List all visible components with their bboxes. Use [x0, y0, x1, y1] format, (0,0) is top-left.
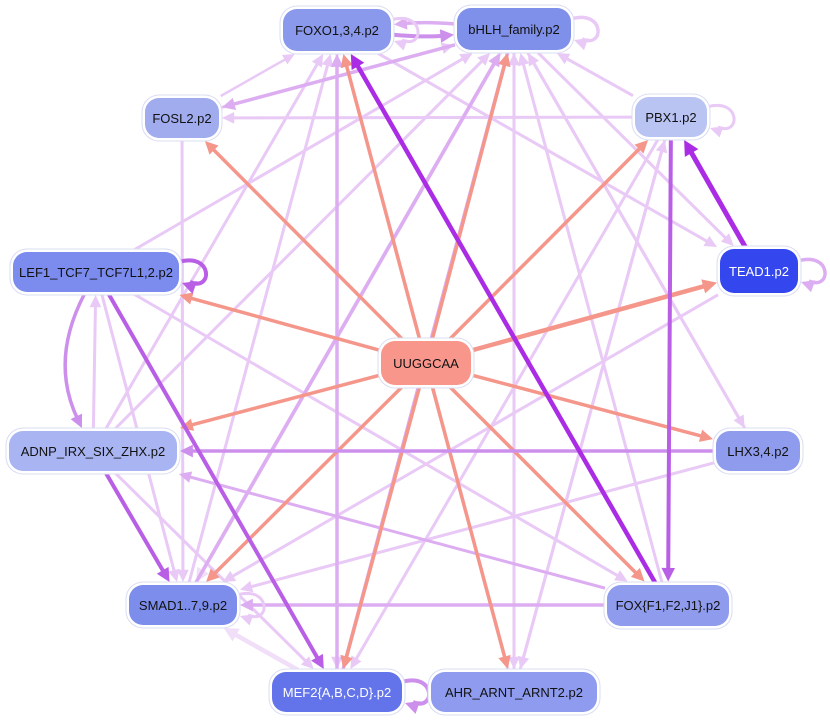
node-label-lef1: LEF1_TCF7_TCF7L1,2.p2 [19, 264, 173, 280]
node-lef1[interactable]: LEF1_TCF7_TCF7L1,2.p2 [13, 252, 179, 292]
edge-LEF1-MEF2 [106, 293, 324, 669]
edge-AHR-PBX1 [518, 140, 668, 671]
edge-BHLH-LHX3 [526, 51, 745, 428]
edge-UUGGCAA-FOSL2 [204, 141, 404, 341]
edge-ADNP-LEF1 [89, 295, 102, 430]
node-label-uuggcaa: UUGGCAA [393, 355, 459, 371]
edge-ADNP-BHLH [113, 53, 491, 431]
edge-LEF1-BHLH [133, 53, 473, 252]
node-lhx3[interactable]: LHX3,4.p2 [716, 431, 800, 471]
edge-BHLH-TEAD1 [536, 50, 734, 246]
node-label-lhx3: LHX3,4.p2 [727, 443, 789, 459]
node-foxo[interactable]: FOXO1,3,4.p2 [283, 9, 391, 51]
edge-FOXO-TEAD1 [376, 51, 717, 248]
edge-FOX-ADNP [178, 471, 606, 590]
edge-LHX3-SMAD [240, 461, 715, 593]
edge-FOSL2-SMAD [177, 139, 189, 582]
edge-FOX-FOXO [350, 54, 657, 584]
self-loop-LEF1 [178, 258, 209, 294]
edge-UUGGCAA-BHLH [430, 53, 511, 340]
self-loop-TEAD1 [797, 257, 827, 293]
self-loop-MEF2 [401, 678, 432, 714]
node-fosl2[interactable]: FOSL2.p2 [145, 98, 219, 138]
edge-UUGGCAA-MEF2 [340, 386, 422, 669]
edge-ADNP-MEF2 [114, 471, 314, 669]
edge-FOXO-BHLH [392, 29, 454, 43]
node-ahr[interactable]: AHR_ARNT_ARNT2.p2 [431, 672, 597, 712]
edge-UUGGCAA-FOXO [340, 54, 422, 340]
edge-MEF2-FOXO [330, 54, 344, 670]
edge-PBX1-BHLH [556, 53, 634, 98]
edge-UUGGCAA-AHR [430, 386, 511, 669]
edge-MEF2-SMAD [223, 628, 300, 672]
edge-BHLH-FOXO [394, 16, 456, 30]
edge-SMAD-BHLH [194, 53, 501, 584]
edge-PBX1-MEF2 [350, 138, 660, 669]
edge-UUGGCAA-ADNP [180, 373, 380, 431]
node-tead1[interactable]: TEAD1.p2 [720, 249, 798, 293]
node-fox[interactable]: FOX{F1,F2,J1}.p2 [607, 584, 729, 626]
edge-FOSL2-FOXO [220, 54, 295, 98]
node-label-fox: FOX{F1,F2,J1}.p2 [615, 597, 721, 613]
edge-UUGGCAA-LHX3 [472, 373, 713, 442]
edge-LHX3-ADNP [180, 444, 714, 458]
edge-UUGGCAA-PBX1 [448, 140, 649, 341]
edge-ADNP-FOXO [104, 54, 324, 430]
node-label-ahr: AHR_ARNT_ARNT2.p2 [445, 684, 583, 700]
edge-BHLH-AHR [508, 52, 520, 669]
self-loop-PBX1 [706, 103, 736, 138]
edge-LEF1-FOX [133, 292, 628, 582]
edge-FOX-SMAD [240, 598, 605, 612]
node-label-foxo: FOXO1,3,4.p2 [295, 22, 379, 38]
edge-UUGGCAA-LEF1 [179, 292, 380, 352]
node-label-fosl2: FOSL2.p2 [152, 110, 212, 126]
node-label-bhlh: bHLH_family.p2 [468, 21, 560, 37]
node-uuggcaa[interactable]: UUGGCAA [381, 341, 471, 385]
self-loop-SMAD [236, 591, 266, 626]
edge-LEF1-ADNP [63, 293, 87, 428]
edge-ADNP-SMAD [104, 471, 170, 582]
edge-UUGGCAA-FOX [448, 385, 645, 582]
node-mef2[interactable]: MEF2{A,B,C,D}.p2 [272, 672, 402, 712]
node-label-smad: SMAD1..7,9.p2 [138, 597, 228, 613]
node-label-tead1: TEAD1.p2 [729, 263, 789, 279]
edge-UUGGCAA-SMAD [206, 385, 404, 582]
node-label-pbx1: PBX1.p2 [645, 109, 697, 125]
node-bhlh[interactable]: bHLH_family.p2 [457, 8, 571, 50]
node-adnp[interactable]: ADNP_IRX_SIX_ZHX.p2 [9, 431, 177, 471]
edge-PBX1-FOX [661, 138, 676, 582]
node-label-adnp: ADNP_IRX_SIX_ZHX.p2 [20, 443, 166, 459]
node-pbx1[interactable]: PBX1.p2 [635, 97, 707, 137]
edge-SMAD-FOXO [187, 54, 334, 584]
edge-BHLH-FOSL2 [222, 43, 456, 111]
self-loop-FOXO [390, 16, 420, 51]
self-loop-BHLH [570, 15, 600, 51]
node-smad[interactable]: SMAD1..7,9.p2 [129, 585, 237, 625]
edge-TEAD1-PBX1 [684, 140, 748, 249]
edge-TEAD1-SMAD [222, 293, 719, 582]
node-label-mef2: MEF2{A,B,C,D}.p2 [282, 684, 392, 700]
